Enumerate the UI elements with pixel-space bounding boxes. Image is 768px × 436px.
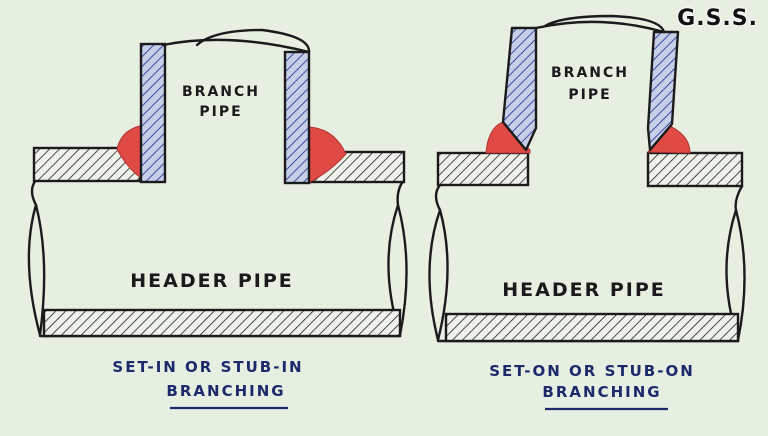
right-branch-label-line1: BRANCH [551,65,629,81]
right-header-top-wall-left [436,151,530,187]
left-caption-line2: BRANCHING [166,382,285,400]
left-header-bottom-wall [42,308,402,338]
left-header-label: HEADER PIPE [130,270,293,292]
left-branch-label-line2: PIPE [199,104,242,120]
set-in-diagram: BRANCH PIPE HEADER PIPE SET-IN OR STUB-I… [27,28,408,410]
left-branch-top-rim [161,28,311,54]
set-on-diagram: BRANCH PIPE HEADER PIPE SET-ON OR STUB-O… [428,14,746,411]
left-weld-right [307,126,347,184]
right-branch-top-rim [534,14,666,34]
right-header-label: HEADER PIPE [502,279,665,301]
right-caption-line1: SET-ON OR STUB-ON [489,362,695,380]
right-branch-wall-right [646,30,680,152]
left-caption-line1: SET-IN OR STUB-IN [112,358,303,376]
left-branch-wall-right [283,50,311,185]
right-caption-line2: BRANCHING [542,383,661,401]
right-header-top-wall-right [646,151,744,188]
watermark-text: G.S.S. [677,6,758,31]
right-branch-label-line2: PIPE [568,87,611,103]
right-branch-wall-left [501,26,538,152]
left-branch-label-line1: BRANCH [182,84,260,100]
right-header-bottom-wall [444,312,740,343]
left-branch-wall-left [139,42,167,184]
